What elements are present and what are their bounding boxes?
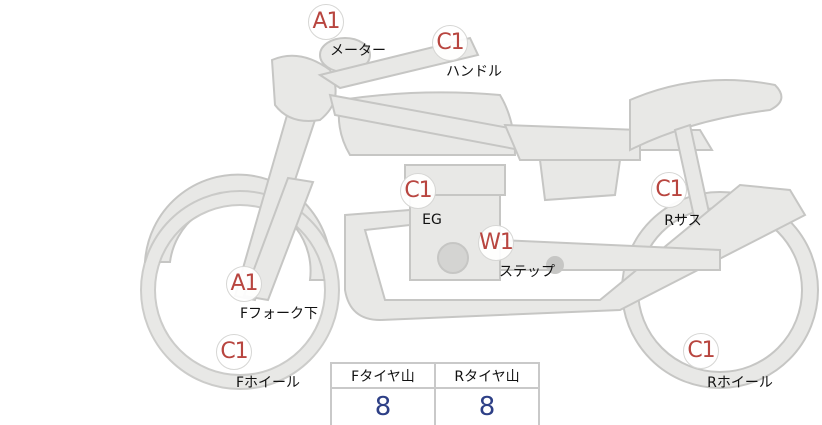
engine-label: EG <box>422 212 442 228</box>
rear-tread-value: 8 <box>434 387 540 425</box>
front-wheel-label: Fホイール <box>235 375 301 391</box>
step-grade-badge: W1 <box>478 225 514 261</box>
tire-tread-table: Fタイヤ山 Rタイヤ山 8 8 <box>330 362 540 425</box>
rear-wheel-grade-badge: C1 <box>683 333 719 369</box>
rear-suspension-label: Rサス <box>664 213 702 229</box>
front-wheel-grade-badge: C1 <box>216 334 252 370</box>
rear-suspension-grade-badge: C1 <box>651 172 687 208</box>
engine-grade-badge: C1 <box>400 173 436 209</box>
handle-label: ハンドル <box>446 64 502 80</box>
rear-tread-header: Rタイヤ山 <box>434 362 540 389</box>
front-fork-grade-badge: A1 <box>226 266 262 302</box>
meter-grade-badge: A1 <box>308 4 344 40</box>
front-tread-value: 8 <box>330 387 436 425</box>
step-label: ステップ <box>499 264 555 280</box>
handle-grade-badge: C1 <box>432 25 468 61</box>
front-tread-header: Fタイヤ山 <box>330 362 436 389</box>
rear-wheel-label: Rホイール <box>707 375 773 391</box>
front-fork-label: Fフォーク下 <box>239 306 319 322</box>
meter-label: メーター <box>330 43 386 59</box>
